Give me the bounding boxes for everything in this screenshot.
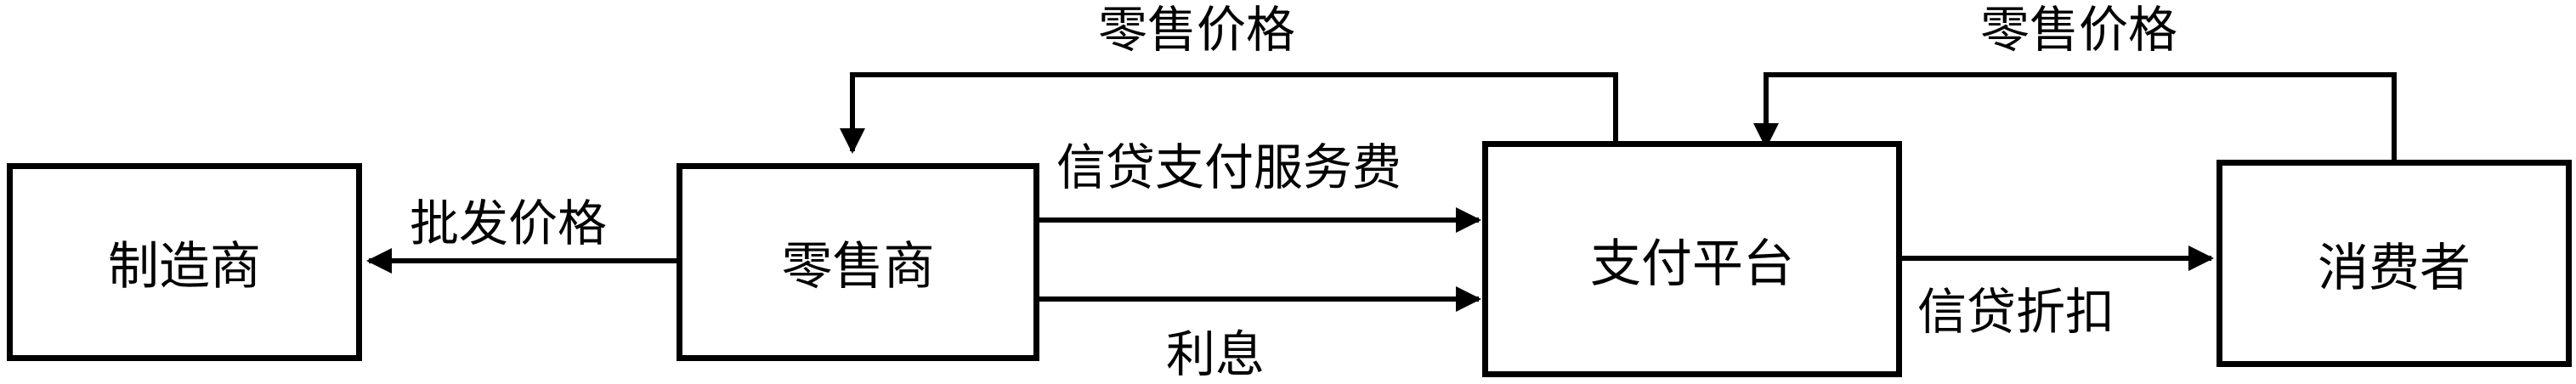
label-retail-price-right: 零售价格 xyxy=(1980,1,2178,59)
node-retailer: 零售商 xyxy=(677,163,1039,361)
node-manufacturer-label: 制造商 xyxy=(108,237,261,296)
node-manufacturer: 制造商 xyxy=(7,163,362,361)
label-credit-payment-fee: 信贷支付服务费 xyxy=(1056,138,1402,196)
label-credit-discount: 信贷折扣 xyxy=(1917,283,2115,341)
label-wholesale-price: 批发价格 xyxy=(410,195,608,252)
edge-retail-price-to-retailer xyxy=(840,72,1618,154)
node-payment-platform: 支付平台 xyxy=(1482,141,1902,377)
node-consumer-label: 消费者 xyxy=(2318,238,2471,298)
label-interest: 利息 xyxy=(1166,325,1265,383)
label-retail-price-left: 零售价格 xyxy=(1098,1,1296,59)
node-retailer-label: 零售商 xyxy=(781,237,935,296)
node-consumer: 消费者 xyxy=(2216,160,2572,367)
node-payment-platform-label: 支付平台 xyxy=(1590,234,1794,294)
edge-retail-price-to-platform xyxy=(1753,72,2397,160)
